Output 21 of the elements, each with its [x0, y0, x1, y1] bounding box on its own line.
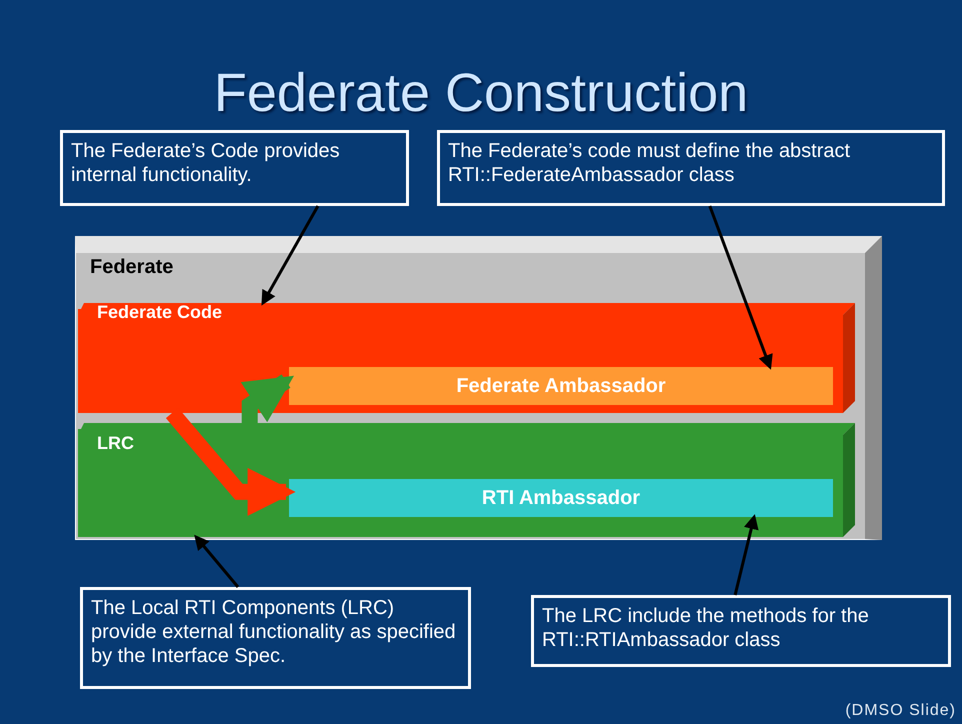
callout-box: The Federate’s Code provides internal functionality.	[60, 130, 409, 206]
box-label: LRC	[97, 433, 134, 454]
federate-code-band	[78, 303, 855, 413]
block-arrow	[240, 374, 294, 423]
federate-box	[75, 236, 882, 540]
title: Federate Construction	[212, 62, 750, 124]
box-label: Federate	[90, 256, 174, 279]
ambassador-bar	[289, 479, 833, 517]
box-label: Federate Code	[97, 302, 222, 323]
box-label: Federate Ambassador	[455, 374, 667, 398]
arrow	[194, 534, 240, 588]
callout-box: The Local RTI Components (LRC) provide external functionality as specified by the Interface Spec.	[80, 587, 471, 689]
callout-box: The Federate’s code must define the abstract RTI::FederateAmbassador class	[437, 130, 945, 206]
arrow	[708, 205, 773, 370]
box-label: RTI Ambassador	[480, 486, 642, 510]
ambassador-bar	[289, 367, 833, 405]
lrc-band	[78, 423, 855, 537]
callout-box: The LRC include the methods for the RTI::RTIAmbassador class	[531, 595, 951, 667]
arrow	[261, 205, 320, 306]
source-note: (DMSO Slide)	[845, 702, 956, 720]
arrow	[734, 514, 759, 596]
